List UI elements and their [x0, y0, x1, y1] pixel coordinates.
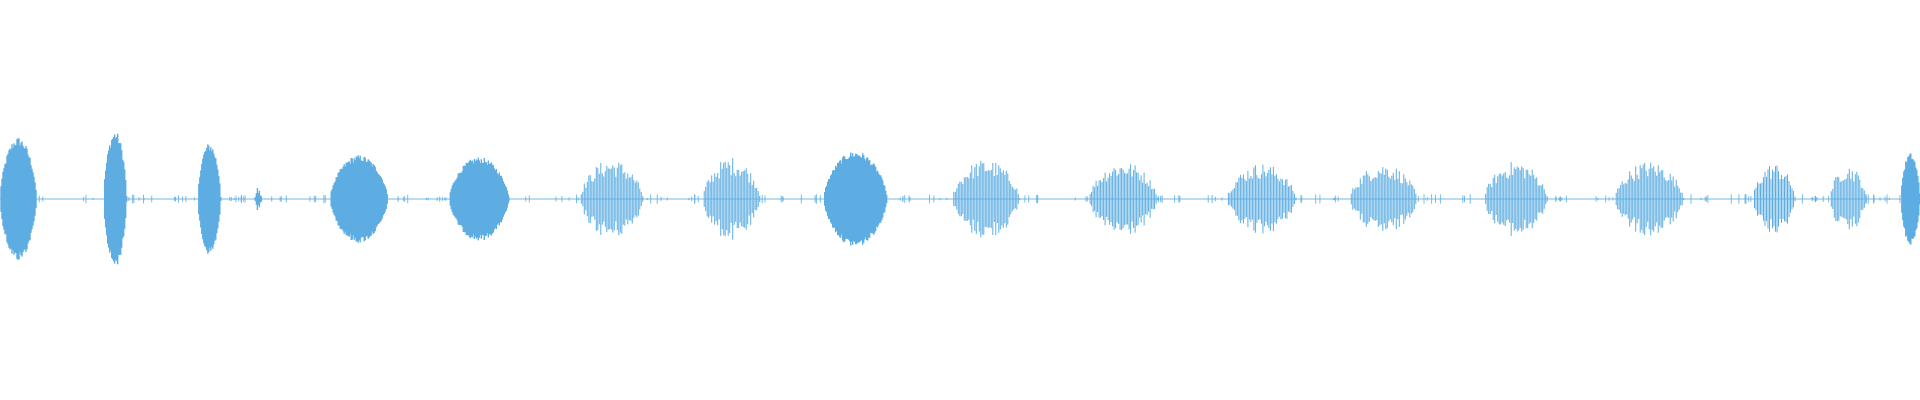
- waveform-noise: [800, 194, 911, 204]
- waveform-noise: [1462, 194, 1567, 204]
- waveform-noise: [929, 194, 1039, 204]
- waveform-noise: [1207, 194, 1321, 204]
- waveform-bursts: [0, 133, 1920, 265]
- waveform-burst: [0, 138, 37, 260]
- waveform-burst: [1830, 168, 1867, 230]
- waveform-burst: [449, 157, 509, 241]
- waveform-burst: [253, 188, 264, 210]
- waveform-burst: [703, 158, 761, 240]
- waveform-noise: [1595, 194, 1709, 204]
- waveform-burst: [198, 144, 222, 254]
- waveform-burst: [330, 155, 388, 243]
- waveform-noise: [1879, 194, 1901, 204]
- waveform-burst: [953, 160, 1019, 238]
- waveform-burst: [1227, 164, 1297, 234]
- waveform-burst: [104, 133, 128, 265]
- waveform-noise: [38, 195, 44, 203]
- waveform-burst: [1754, 165, 1796, 233]
- waveform-burst: [1089, 164, 1159, 234]
- waveform-noise: [230, 195, 287, 203]
- waveform-noise: [555, 194, 668, 204]
- waveform-noise: [1074, 195, 1181, 203]
- waveform-burst: [824, 152, 888, 246]
- waveform-noise: [83, 194, 153, 204]
- waveform-burst: [1485, 162, 1548, 236]
- waveform-burst: [1615, 162, 1685, 236]
- waveform-burst: [1901, 153, 1920, 245]
- waveform-noise: [1812, 194, 1886, 204]
- waveform-noise: [425, 195, 530, 203]
- waveform-noise: [1333, 194, 1441, 204]
- waveform-burst: [1350, 167, 1417, 231]
- waveform-burst: [580, 162, 644, 236]
- waveform-noise: [688, 194, 784, 204]
- waveform-noise: [309, 194, 409, 204]
